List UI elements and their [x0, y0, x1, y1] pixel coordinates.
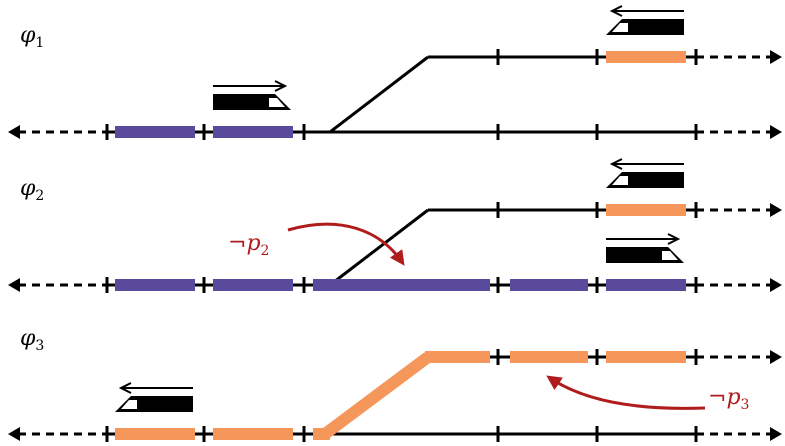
label-subscript: 2 [35, 188, 44, 204]
annotation: ¬p2 [228, 222, 405, 266]
track-end-left-icon [8, 125, 20, 139]
annotation: ¬p3 [546, 375, 749, 413]
track-row-3: φ3¬p3 [8, 326, 782, 442]
train-window [269, 98, 285, 107]
row-label: φ2 [20, 176, 44, 204]
annotation-arrow-icon [287, 222, 405, 266]
variable-subscript: 2 [261, 243, 270, 259]
train-window [121, 400, 137, 409]
variable: p [726, 385, 740, 410]
track-end-right-icon [770, 125, 782, 139]
arrowhead-icon [609, 158, 623, 170]
label-symbol: φ [20, 326, 36, 351]
train-icon [606, 5, 684, 35]
annotation-arrow-icon [546, 375, 706, 410]
train-window [662, 251, 678, 260]
train-icon [606, 158, 684, 188]
label-subscript: 1 [35, 35, 44, 51]
track-end-left-icon [8, 427, 20, 441]
annotation-label: ¬p2 [228, 231, 269, 259]
branch-end-right-icon [770, 50, 782, 64]
train-icon [115, 382, 193, 412]
negation-symbol: ¬ [228, 231, 246, 256]
track-end-left-icon [8, 278, 20, 292]
track-end-right-icon [770, 427, 782, 441]
branch-diagonal [329, 208, 429, 287]
branch-end-right-icon [770, 203, 782, 217]
train-icon [213, 80, 291, 110]
label-symbol: φ [20, 23, 36, 48]
variable-subscript: 3 [741, 397, 750, 413]
train-window [612, 23, 628, 32]
train-window [612, 176, 628, 185]
train-icon [606, 233, 684, 263]
occupied-diagonal [321, 352, 432, 439]
arrowhead-icon [667, 233, 681, 245]
branch-end-right-icon [770, 350, 782, 364]
label-symbol: φ [20, 176, 36, 201]
arrowhead-icon [274, 80, 288, 92]
row-label: φ3 [20, 326, 44, 354]
negation-symbol: ¬ [708, 385, 726, 410]
track-row-1: φ1 [8, 5, 782, 140]
track-end-right-icon [770, 278, 782, 292]
arrowhead-icon [609, 5, 623, 17]
row-label: φ1 [20, 23, 44, 51]
label-subscript: 3 [35, 338, 44, 354]
annotation-label: ¬p3 [708, 385, 749, 413]
branch-diagonal [329, 55, 429, 134]
arrowhead-icon [118, 382, 132, 394]
track-row-2: φ2¬p2 [8, 158, 782, 293]
variable: p [246, 231, 260, 256]
